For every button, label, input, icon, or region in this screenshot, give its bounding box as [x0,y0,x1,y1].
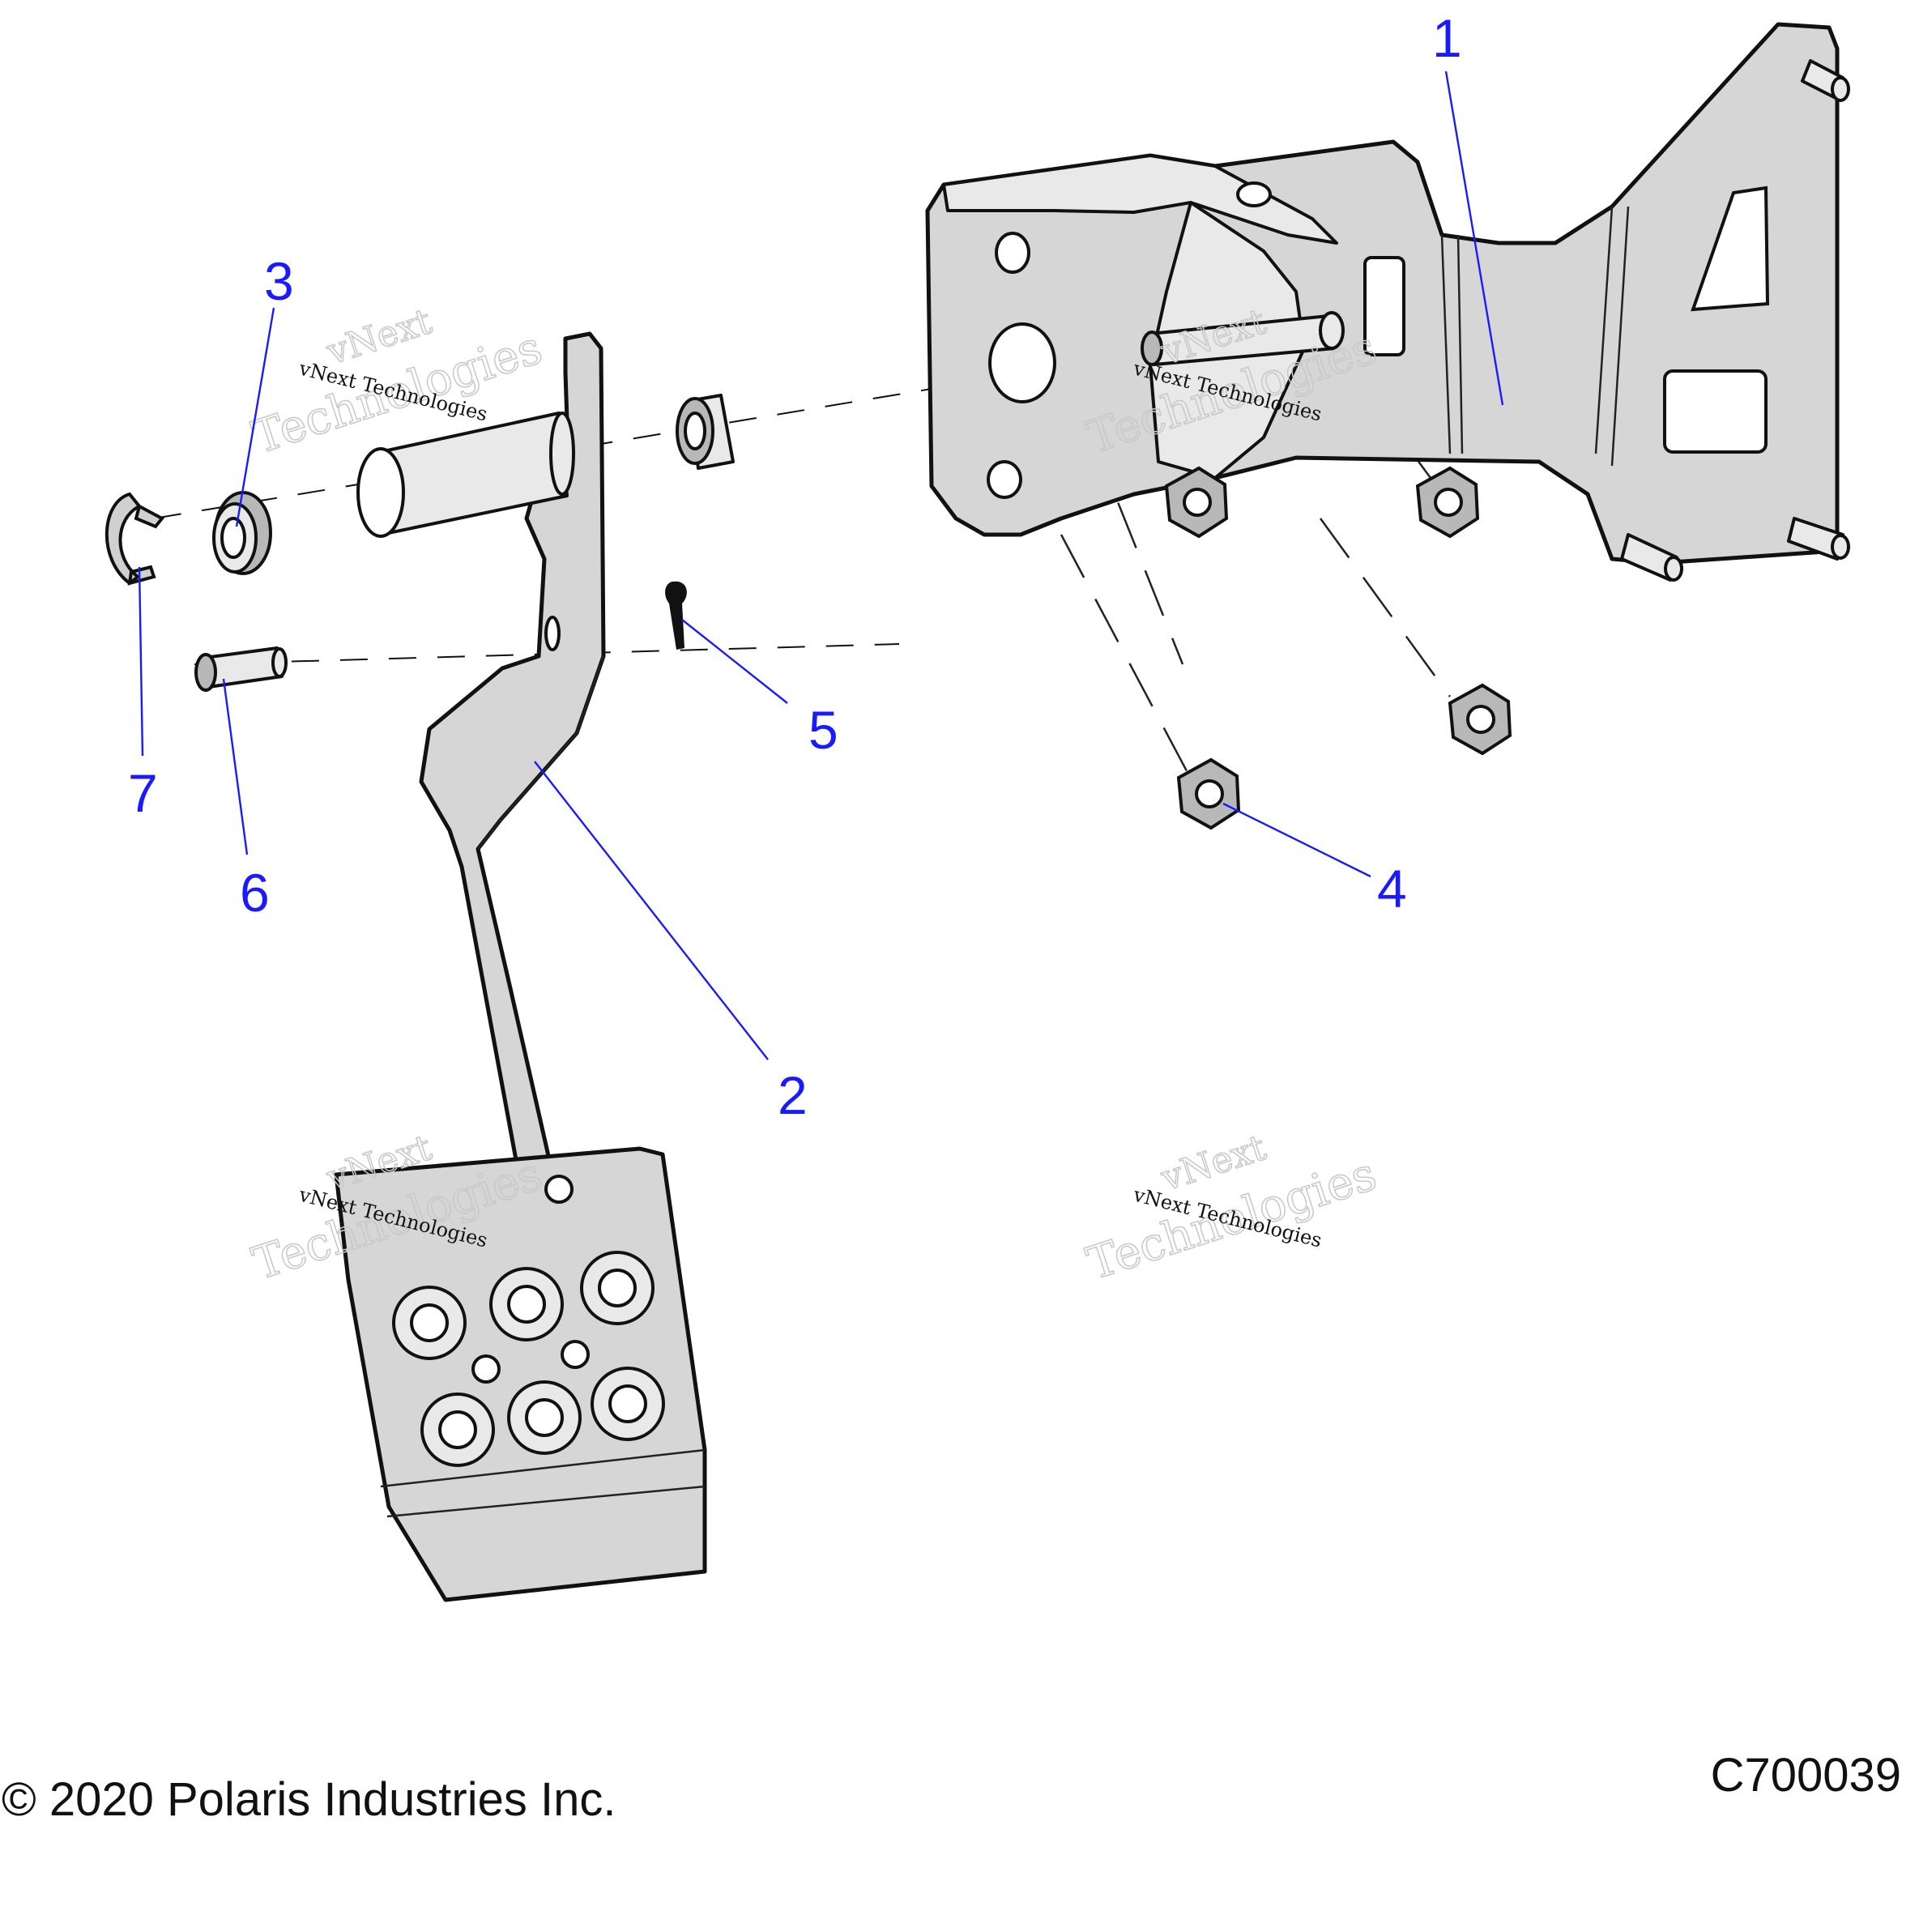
pedal-bushing [212,491,272,575]
callout-7: 7 [128,763,158,823]
flange-nut [1164,466,1229,539]
brake-pedal-arm [334,331,707,1602]
callouts: 1 2 3 4 5 6 7 [128,8,1462,1125]
callout-6: 6 [240,863,270,923]
callout-4: 4 [1377,859,1407,919]
pedal-bushing [676,394,735,470]
callout-5: 5 [808,700,838,760]
callout-2: 2 [778,1065,808,1125]
copyright-notice: © 2020 Polaris Industries Inc. [2,1773,616,1826]
bracket-stud [1620,533,1683,582]
pedal-bracket [925,22,1850,582]
flange-nut [1415,466,1480,539]
leader-lines [138,70,1504,1060]
flange-nut [1176,757,1241,830]
bracket-stud [1801,59,1850,102]
figure-id: C700039 [1710,1749,1901,1802]
clevis-pin [194,646,288,692]
bracket-stud [1787,517,1850,561]
callout-3: 3 [264,251,294,311]
flange-nut [1448,683,1512,756]
watermark: vNext Technologies vNext Technologies [1080,1126,1383,1291]
pedal-pad-boss [392,1251,665,1467]
cotter-pin [665,581,687,650]
e-clip [104,492,165,586]
callout-1: 1 [1432,8,1462,68]
